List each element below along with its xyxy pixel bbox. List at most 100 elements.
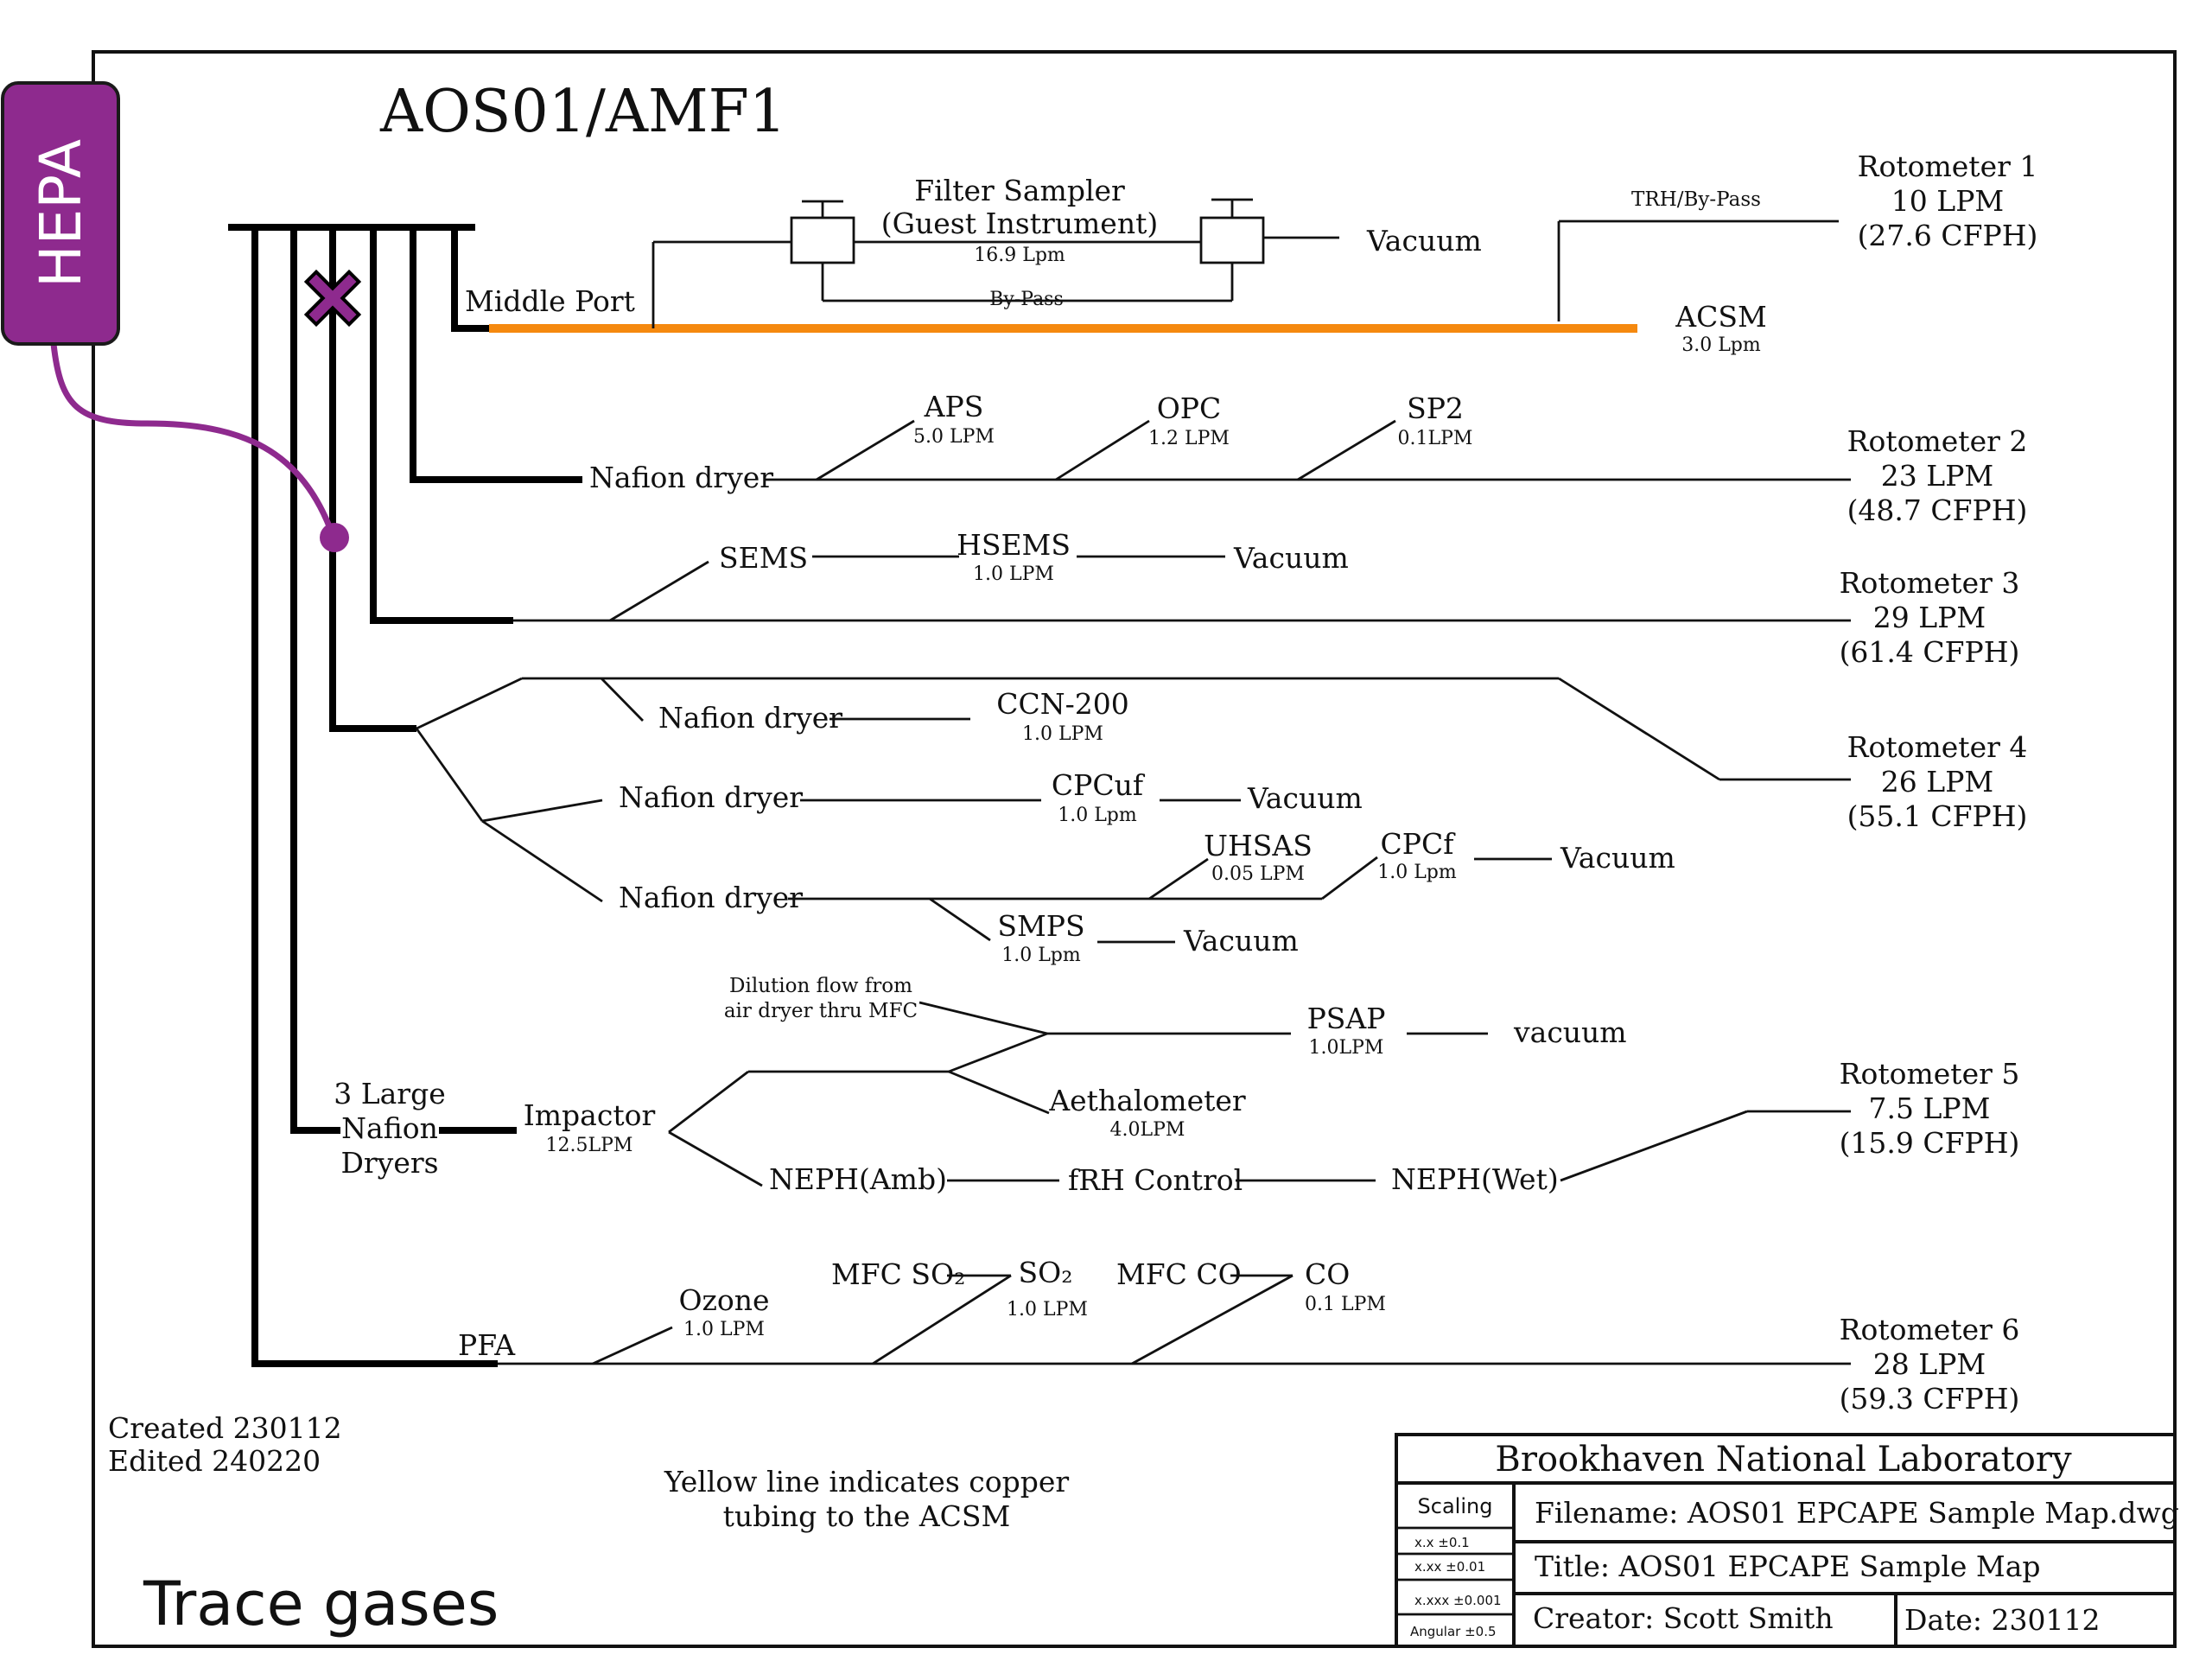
aps-label: APS — [924, 390, 984, 423]
so2-flow: 1.0 LPM — [1007, 1299, 1088, 1320]
scaling-label: Scaling — [1418, 1494, 1493, 1518]
co-flow: 0.1 LPM — [1305, 1294, 1386, 1315]
rotometer-text: Rotometer 1 — [1858, 150, 2038, 183]
rotometer-6: Rotometer 6 28 LPM (59.3 CFPH) — [1840, 1313, 2020, 1416]
drawing-border — [92, 50, 2177, 1648]
trh-bypass-label: TRH/By-Pass — [1631, 188, 1761, 211]
middle-port-label: Middle Port — [465, 284, 635, 318]
acsm-label: ACSM — [1675, 300, 1766, 334]
inlet-manifold — [228, 224, 582, 1367]
rotometer-text: Rotometer 4 — [1847, 730, 2028, 764]
psap-vacuum-label: vacuum — [1513, 1015, 1627, 1049]
frh-control-label: fRH Control — [1068, 1163, 1243, 1197]
rotometer-text: 26 LPM — [1881, 765, 1993, 799]
neph-wet-label: NEPH(Wet) — [1391, 1162, 1559, 1196]
bypass-label: By-Pass — [989, 289, 1064, 310]
nafion-dryer-cpcuf-label: Nafion dryer — [619, 780, 803, 814]
mfc-so2-label: MFC SO₂ — [831, 1257, 965, 1291]
large-nafion-dryers-line1: 3 Large — [334, 1077, 446, 1110]
rotometer-4: Rotometer 4 26 LPM (55.1 CFPH) — [1847, 730, 2028, 833]
sp2-label: SP2 — [1407, 391, 1464, 425]
large-nafion-dryers-line3: Dryers — [340, 1146, 438, 1180]
copper-note-line2: tubing to the ACSM — [723, 1499, 1011, 1533]
title-block — [1395, 1433, 2177, 1648]
pfa-label: PFA — [458, 1328, 516, 1362]
neph-amb-label: NEPH(Amb) — [769, 1162, 947, 1196]
nafion-dryer-smps-label: Nafion dryer — [619, 881, 803, 914]
impactor-flow: 12.5LPM — [546, 1135, 633, 1156]
filter-vacuum-label: Vacuum — [1366, 224, 1482, 258]
rotometer-text: (55.1 CFPH) — [1847, 799, 2028, 833]
rotometer-text: Rotometer 2 — [1847, 424, 2028, 458]
acsm-flow: 3.0 Lpm — [1681, 334, 1761, 356]
aethalometer-label: Aethalometer — [1048, 1084, 1246, 1117]
cpcuf-flow: 1.0 Lpm — [1058, 805, 1137, 826]
cpcuf-vacuum-label: Vacuum — [1247, 781, 1363, 815]
rotometer-text: (59.3 CFPH) — [1840, 1382, 2020, 1416]
opc-flow: 1.2 LPM — [1148, 428, 1230, 449]
title-field: Title: AOS01 EPCAPE Sample Map — [1535, 1550, 2041, 1583]
ccn-label: CCN-200 — [996, 687, 1129, 721]
rotometer-2: Rotometer 2 23 LPM (48.7 CFPH) — [1847, 424, 2028, 527]
filter-valve-right — [1199, 216, 1265, 264]
filter-valve-left — [790, 216, 855, 264]
rotometer-5: Rotometer 5 7.5 LPM (15.9 CFPH) — [1840, 1057, 2020, 1160]
tolerance-3: x.xxx ±0.001 — [1414, 1593, 1502, 1608]
rotometer-1: Rotometer 1 10 LPM (27.6 CFPH) — [1858, 150, 2038, 252]
opc-label: OPC — [1157, 391, 1222, 425]
uhsas-label: UHSAS — [1204, 829, 1313, 862]
diagram-title: AOS01/AMF1 — [379, 78, 786, 146]
nafion-dryer-2-label: Nafion dryer — [589, 461, 773, 494]
rotometer-text: Rotometer 5 — [1840, 1057, 2020, 1091]
rotometer-text: 23 LPM — [1881, 459, 1993, 493]
filter-sampler-flow: 16.9 Lpm — [974, 245, 1065, 266]
dilution-flow-line2: air dryer thru MFC — [724, 1000, 918, 1022]
rotometer-text: 10 LPM — [1891, 184, 2004, 218]
org-name: Brookhaven National Laboratory — [1495, 1440, 2072, 1480]
so2-label: SO₂ — [1019, 1256, 1073, 1289]
cpcf-vacuum-label: Vacuum — [1560, 841, 1675, 875]
dilution-flow-line1: Dilution flow from — [729, 975, 912, 997]
blocked-port-x-icon — [303, 269, 362, 328]
aethalometer-flow: 4.0LPM — [1110, 1119, 1185, 1141]
rotometer-text: (27.6 CFPH) — [1858, 219, 2038, 252]
hepa-hose — [50, 343, 337, 539]
filename-field: Filename: AOS01 EPCAPE Sample Map.dwg — [1535, 1496, 2179, 1530]
creator-field: Creator: Scott Smith — [1533, 1601, 1834, 1635]
co-label: CO — [1305, 1257, 1350, 1291]
date-field: Date: 230112 — [1904, 1603, 2101, 1637]
hepa-label: HEPA — [28, 139, 94, 288]
rotometer-text: Rotometer 3 — [1840, 566, 2020, 600]
hepa-box — [1, 81, 120, 346]
ccn-flow: 1.0 LPM — [1022, 723, 1103, 745]
smps-flow: 1.0 Lpm — [1001, 945, 1081, 966]
large-nafion-dryers-line2: Nafion — [341, 1111, 438, 1145]
ozone-flow: 1.0 LPM — [683, 1319, 765, 1340]
impactor-label: Impactor — [524, 1098, 656, 1132]
rotometer-text: (48.7 CFPH) — [1847, 493, 2028, 527]
psap-flow: 1.0LPM — [1309, 1037, 1384, 1059]
rotometer-3: Rotometer 3 29 LPM (61.4 CFPH) — [1840, 566, 2020, 669]
tolerance-4: Angular ±0.5 — [1410, 1624, 1497, 1639]
tolerance-1: x.x ±0.1 — [1414, 1535, 1470, 1550]
cpcf-label: CPCf — [1381, 827, 1457, 861]
smps-label: SMPS — [997, 909, 1084, 943]
hepa-connection-dot — [320, 523, 349, 552]
cpcf-flow: 1.0 Lpm — [1377, 862, 1457, 883]
rotometer-text: Rotometer 6 — [1840, 1313, 2020, 1346]
rotometer-text: 29 LPM — [1873, 601, 1986, 634]
copper-note-line1: Yellow line indicates copper — [664, 1465, 1070, 1499]
rotometer-text: 28 LPM — [1873, 1347, 1986, 1381]
hsems-vacuum-label: Vacuum — [1233, 541, 1349, 575]
ozone-label: Ozone — [678, 1283, 769, 1317]
created-date: Created 230112 — [108, 1411, 342, 1445]
psap-label: PSAP — [1307, 1002, 1386, 1035]
hsems-flow: 1.0 LPM — [973, 563, 1054, 585]
uhsas-flow: 0.05 LPM — [1211, 863, 1305, 885]
filter-sampler-sublabel: (Guest Instrument) — [881, 207, 1158, 240]
hepa-filter: HEPA — [1, 81, 349, 552]
mfc-co-label: MFC CO — [1116, 1257, 1242, 1291]
rotometer-text: (61.4 CFPH) — [1840, 635, 2020, 669]
rotometer-text: (15.9 CFPH) — [1840, 1126, 2020, 1160]
